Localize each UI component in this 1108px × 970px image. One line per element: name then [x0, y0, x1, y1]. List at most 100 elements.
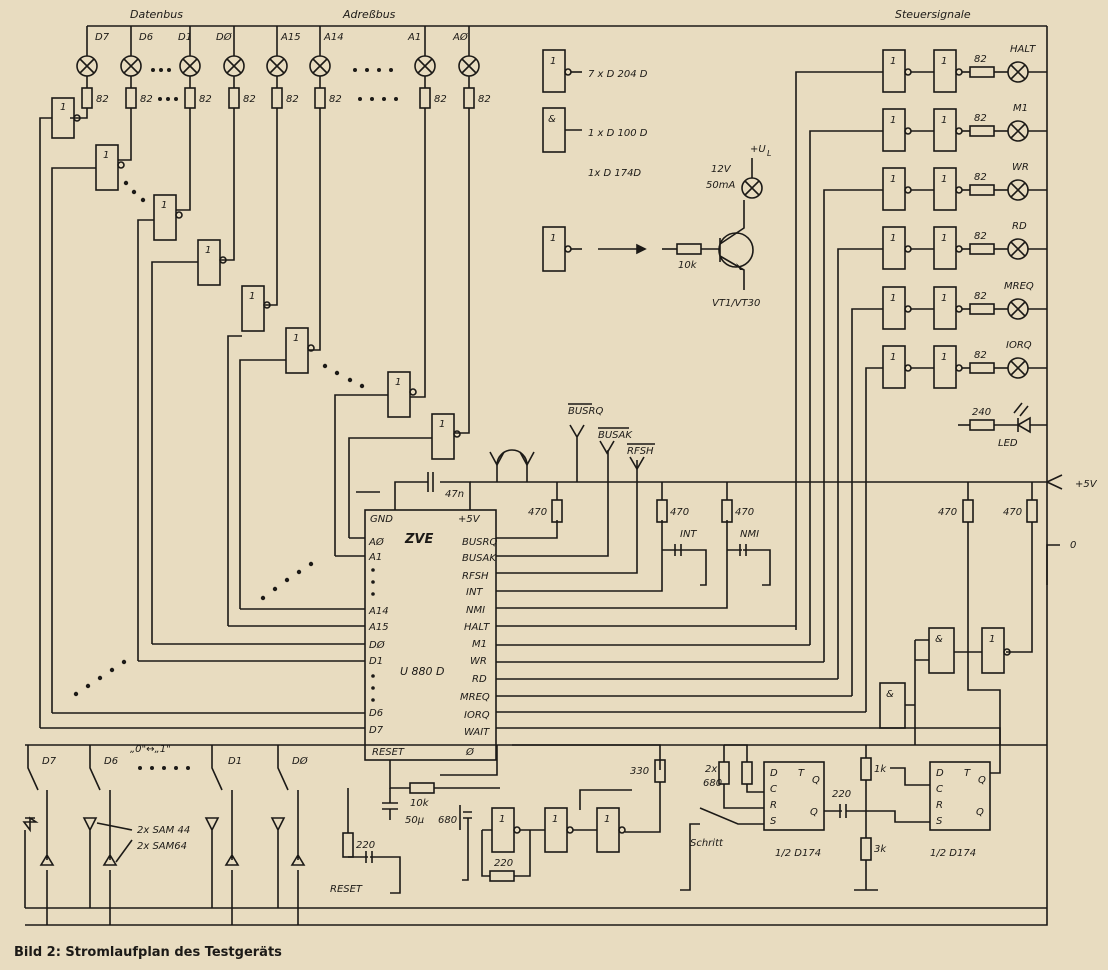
flipflop-2-label: 1/2 D174	[930, 848, 976, 859]
diode-label-2: 2x SAM64	[137, 841, 187, 852]
lamp-label-a15: A15	[280, 32, 301, 43]
cpu-title: ZVE	[404, 532, 433, 547]
svg-text:50µ: 50µ	[405, 815, 424, 826]
svg-text:D7: D7	[369, 725, 384, 736]
lamp-label-d0: DØ	[216, 31, 233, 43]
svg-text:Q: Q	[812, 775, 820, 786]
svg-text:M1: M1	[472, 639, 487, 650]
cpu-u880d: ZVE U 880 D GND +5V AØ A1 A14 A15 DØ D1 …	[40, 450, 1098, 776]
svg-text:A14: A14	[368, 606, 389, 617]
svg-text:82: 82	[974, 113, 987, 124]
inverter-d0: 1	[151, 239, 227, 644]
svg-text:1: 1	[205, 245, 211, 256]
svg-text:RESET: RESET	[372, 747, 405, 758]
bus-label-rfsh: RFSH	[627, 446, 654, 457]
flipflop-1: D C R S T Q Q 1/2 D174 220	[763, 761, 930, 859]
control-halt: 1 1 82 HALT	[795, 44, 1047, 630]
svg-text:10k: 10k	[410, 798, 430, 809]
svg-text:470: 470	[528, 507, 547, 518]
schritt-label: Schritt	[690, 838, 724, 849]
lamp-label-a0: AØ	[452, 31, 469, 43]
svg-text:680: 680	[703, 778, 722, 789]
svg-text:BUSAK: BUSAK	[462, 553, 497, 564]
switch-bank: D7 D6 D1 DØ „0"↔„1" 2x SAM 44 2x SAM64	[22, 744, 1048, 926]
svg-text:NMI: NMI	[466, 605, 485, 616]
svg-text:Q: Q	[978, 775, 986, 786]
svg-text:Q: Q	[976, 807, 984, 818]
svg-text:1: 1	[499, 814, 505, 825]
svg-text:680: 680	[438, 815, 457, 826]
svg-text:1: 1	[439, 419, 445, 430]
int-label: INT	[680, 529, 697, 540]
switch-d1: D1	[204, 745, 242, 925]
control-label-rd: RD	[1012, 221, 1027, 232]
svg-text:82: 82	[974, 172, 987, 183]
svg-text:D6: D6	[104, 756, 118, 767]
top-lamp-row: D7 82 D6 82 D1 82 DØ 82 A15 82	[70, 25, 1047, 434]
switch-d7: D7	[22, 745, 57, 925]
flipflop-1-label: 1/2 D174	[775, 848, 821, 859]
svg-text:82: 82	[974, 231, 987, 242]
and-gates: & 1 &	[879, 627, 1011, 745]
svg-text:Q: Q	[810, 807, 818, 818]
vcc-rail-label: +5V	[1075, 479, 1098, 490]
svg-text:1: 1	[550, 233, 556, 244]
lamp-label-d7: D7	[95, 32, 110, 43]
svg-text:Ø: Ø	[465, 746, 475, 758]
legend-lamp-voltage: 12V	[711, 164, 732, 175]
control-label-mreq: MREQ	[1004, 281, 1034, 292]
svg-text:240: 240	[972, 407, 991, 418]
svg-text:WR: WR	[470, 656, 487, 667]
legend-supply: +U	[750, 144, 766, 155]
svg-text:1: 1	[941, 56, 947, 67]
svg-text:A15: A15	[368, 622, 389, 633]
svg-text:2x: 2x	[705, 764, 717, 775]
legend-inverter-count: 7 x D 204 D	[588, 69, 648, 80]
flipflop-2: D C R S T Q Q 1/2 D174	[890, 761, 991, 859]
inverter-a15: 1	[227, 285, 271, 626]
switch-d0: DØ	[270, 745, 309, 925]
svg-text:D1: D1	[228, 756, 242, 767]
svg-text:S: S	[936, 816, 943, 827]
svg-text:RFSH: RFSH	[462, 571, 489, 582]
svg-text:1k: 1k	[874, 764, 887, 775]
pullup-resistors: 470 470 470 INT NMI 470 470 0	[528, 482, 1076, 774]
resistor-label-d0: 82	[243, 94, 256, 105]
legend-and-count: 1 x D 100 D	[588, 128, 648, 139]
svg-text:82: 82	[974, 54, 987, 65]
svg-text:1: 1	[890, 233, 896, 244]
svg-text:D6: D6	[369, 708, 383, 719]
svg-text:1: 1	[941, 174, 947, 185]
svg-text:470: 470	[1003, 507, 1022, 518]
zero-label: 0	[1070, 540, 1076, 551]
control-label-iorq: IORQ	[1006, 340, 1032, 351]
svg-text:T: T	[798, 768, 805, 779]
svg-text:47n: 47n	[445, 489, 464, 500]
lamp-label-d6: D6	[139, 32, 153, 43]
parts-legend: 1 7 x D 204 D & 1 x D 100 D 1x D 174D 1 …	[542, 49, 771, 309]
bus-signal-arrows: BUSRQ BUSAK RFSH	[489, 403, 655, 482]
reset-button-label: RESET	[330, 884, 363, 895]
cpu-left-pins: AØ A1 A14 A15 DØ D1 D6 D7 RESET	[368, 536, 405, 758]
resistor-label-d1: 82	[199, 94, 212, 105]
svg-text:1: 1	[890, 115, 896, 126]
inverter-d6: 1	[51, 144, 125, 713]
cpu-right-pins: BUSRQ BUSAK RFSH INT NMI HALT M1 WR RD M…	[460, 537, 497, 758]
svg-text:C: C	[936, 784, 943, 795]
svg-text:470: 470	[735, 507, 754, 518]
svg-text:1: 1	[604, 814, 610, 825]
svg-text:1: 1	[890, 293, 896, 304]
svg-text:DØ: DØ	[292, 755, 309, 767]
svg-text:1: 1	[161, 200, 167, 211]
resistor-label-a1: 82	[434, 94, 447, 105]
control-label-halt: HALT	[1010, 44, 1036, 55]
inverter-a1: 1	[334, 371, 417, 556]
svg-text:82: 82	[974, 350, 987, 361]
svg-text:+5V: +5V	[458, 514, 481, 525]
svg-text:&: &	[548, 114, 556, 125]
svg-text:3k: 3k	[874, 844, 887, 855]
status-led: 240 LED	[958, 402, 1047, 449]
resistor-label-a0: 82	[478, 94, 491, 105]
lamp-a15: A15 82	[265, 26, 301, 306]
inverter-a14: 1	[239, 327, 315, 609]
